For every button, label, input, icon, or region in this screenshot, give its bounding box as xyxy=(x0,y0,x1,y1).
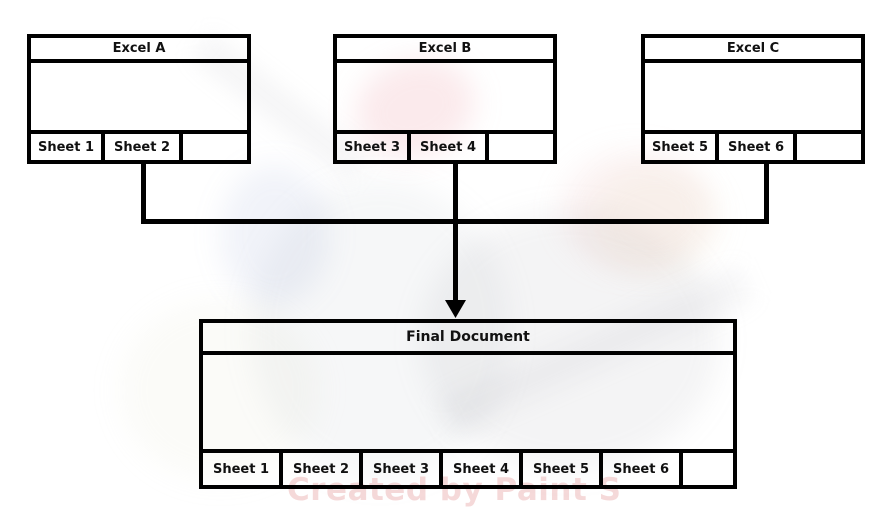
sheet-tab[interactable]: Sheet 3 xyxy=(363,453,443,485)
background-blob-blue xyxy=(220,165,330,305)
workbook-tabstrip-excel-c: Sheet 5 Sheet 6 xyxy=(645,134,861,160)
workbook-body-excel-b xyxy=(337,63,553,134)
sheet-tab[interactable]: Sheet 4 xyxy=(411,134,489,160)
workbook-tabstrip-final-document: Sheet 1 Sheet 2 Sheet 3 Sheet 4 Sheet 5 … xyxy=(203,453,733,485)
workbook-excel-c[interactable]: Excel C Sheet 5 Sheet 6 xyxy=(641,34,865,164)
sheet-tab[interactable]: Sheet 1 xyxy=(203,453,283,485)
connector-arrow-head xyxy=(445,300,466,318)
workbook-final-document[interactable]: Final Document Sheet 1 Sheet 2 Sheet 3 S… xyxy=(199,319,737,489)
workbook-title-excel-a: Excel A xyxy=(31,38,247,63)
sheet-tab[interactable]: Sheet 2 xyxy=(105,134,183,160)
sheet-tab[interactable]: Sheet 5 xyxy=(523,453,603,485)
sheet-tab[interactable]: Sheet 6 xyxy=(719,134,797,160)
workbook-tabstrip-excel-a: Sheet 1 Sheet 2 xyxy=(31,134,247,160)
workbook-body-excel-c xyxy=(645,63,861,134)
sheet-tab[interactable]: Sheet 3 xyxy=(337,134,411,160)
workbook-body-final-document xyxy=(203,355,733,453)
workbook-tabstrip-excel-b: Sheet 3 Sheet 4 xyxy=(337,134,553,160)
sheet-tab[interactable]: Sheet 5 xyxy=(645,134,719,160)
workbook-body-excel-a xyxy=(31,63,247,134)
sheet-tab[interactable]: Sheet 1 xyxy=(31,134,105,160)
sheet-tab[interactable]: Sheet 4 xyxy=(443,453,523,485)
sheet-tab[interactable]: Sheet 6 xyxy=(603,453,683,485)
sheet-tab-empty[interactable] xyxy=(489,134,553,160)
workbook-excel-a[interactable]: Excel A Sheet 1 Sheet 2 xyxy=(27,34,251,164)
workbook-title-excel-b: Excel B xyxy=(337,38,553,63)
sheet-tab[interactable]: Sheet 2 xyxy=(283,453,363,485)
sheet-tab-empty[interactable] xyxy=(683,453,733,485)
sheet-tab-empty[interactable] xyxy=(183,134,247,160)
workbook-excel-b[interactable]: Excel B Sheet 3 Sheet 4 xyxy=(333,34,557,164)
workbook-title-excel-c: Excel C xyxy=(645,38,861,63)
workbook-title-final-document: Final Document xyxy=(203,323,733,355)
background-blob-pink xyxy=(560,150,710,270)
background-blob-cream xyxy=(590,165,720,275)
sheet-tab-empty[interactable] xyxy=(797,134,861,160)
